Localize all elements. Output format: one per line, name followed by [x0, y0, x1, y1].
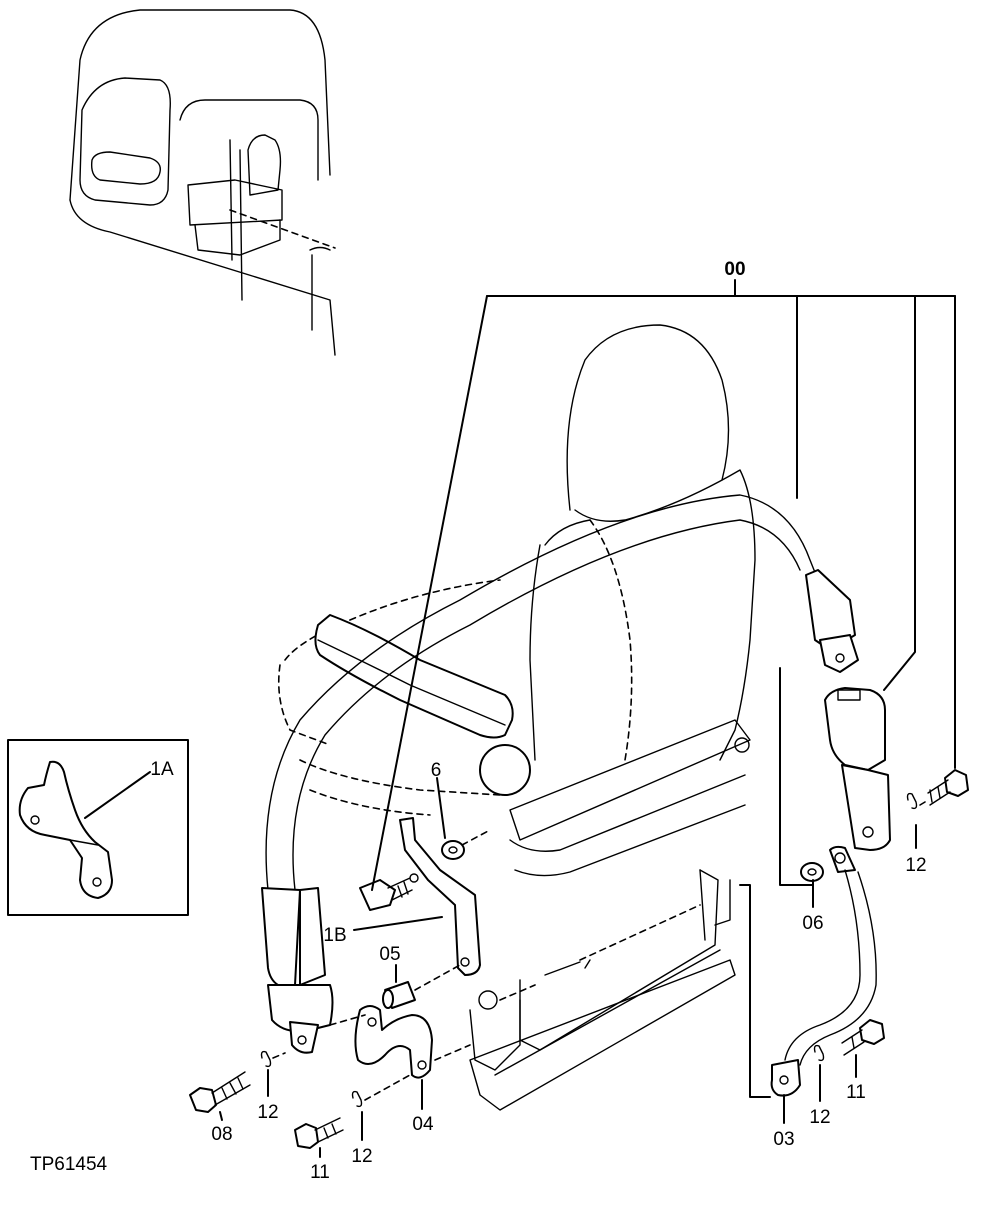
lap-belt-left-illustration	[261, 494, 819, 1054]
leader-lines	[84, 279, 956, 1158]
callout-04: 04	[412, 1114, 434, 1135]
callout-1B: 1B	[323, 925, 346, 946]
detail-inset-1A	[7, 739, 189, 916]
callout-06: 06	[802, 913, 823, 934]
callout-03: 03	[773, 1129, 794, 1150]
hardware-parts	[189, 769, 969, 1149]
callout-12-bottom-left: 12	[257, 1102, 278, 1123]
callout-12-bottom-right: 12	[809, 1107, 830, 1128]
belt-buckle-illustration	[805, 569, 891, 851]
cab-overview-illustration	[69, 9, 336, 356]
callout-6: 6	[431, 760, 442, 781]
callout-05: 05	[379, 944, 400, 965]
callout-1A: 1A	[150, 759, 174, 780]
callout-11-left: 11	[310, 1162, 330, 1183]
callout-12-right: 12	[905, 855, 926, 876]
operator-seat-illustration	[277, 324, 756, 1111]
figure-id-label: TP61454	[30, 1154, 108, 1175]
callout-11-right: 11	[846, 1082, 866, 1103]
anchor-strap-right-illustration	[770, 845, 877, 1097]
callout-00: 00	[724, 259, 745, 280]
callout-12-bottom-mid: 12	[351, 1146, 372, 1167]
callout-labels: 00 1A 6 1B 05 06 12 12 08 12 11 04 03 12…	[150, 259, 926, 1183]
callout-08: 08	[211, 1124, 232, 1145]
